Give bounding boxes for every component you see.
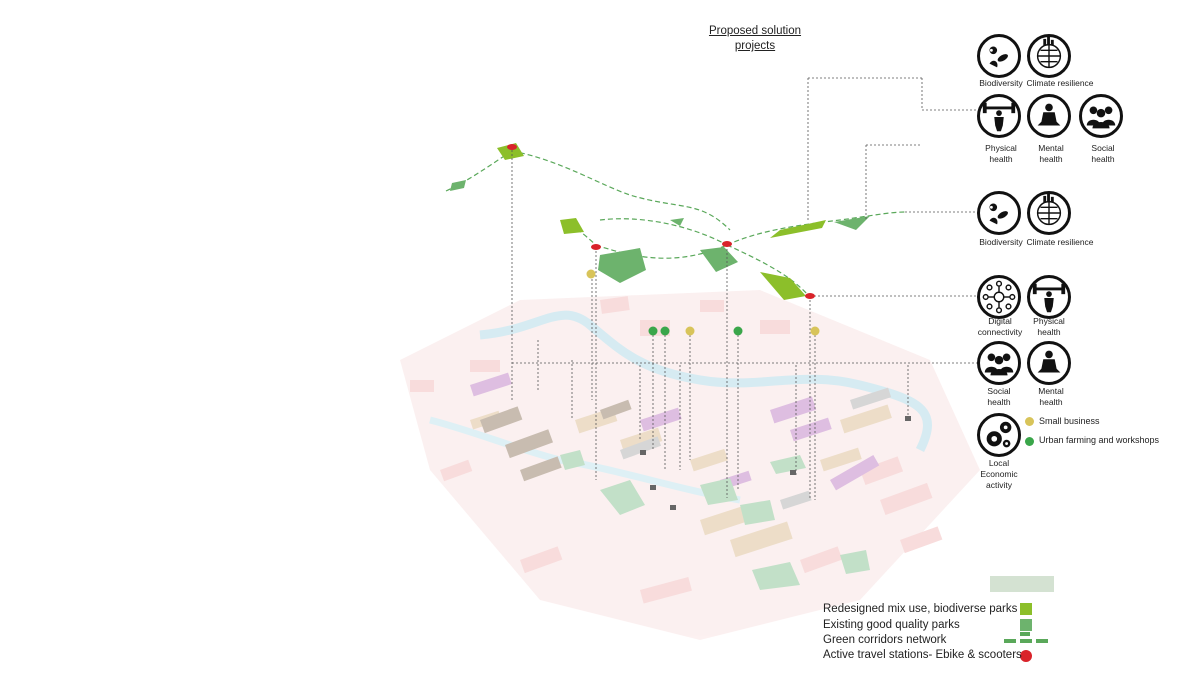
travel-station — [805, 293, 815, 299]
local-economic-activity-icon — [977, 413, 1021, 457]
legend-swatch-existing-parks — [1020, 619, 1032, 631]
small-business-legend-label: Small business — [1039, 416, 1100, 426]
legend-travel-stations: Active travel stations- Ebike & scooters — [823, 649, 1022, 661]
climate-resilience-label: Climate resilience — [1026, 78, 1094, 88]
biodiversity-icon — [977, 191, 1021, 235]
small-business-marker — [810, 326, 820, 336]
physical-health-icon — [977, 94, 1021, 138]
legend-header-swatch — [990, 576, 1054, 592]
leader-lines — [511, 77, 980, 500]
physical-health-label: Physical health — [985, 143, 1017, 164]
travel-station — [722, 241, 732, 247]
social-health-label: Social health — [987, 386, 1011, 407]
mental-health-label: Mental health — [1038, 143, 1064, 164]
legend-swatch-redesigned-parks — [1020, 603, 1032, 615]
social-health-icon — [1079, 94, 1123, 138]
travel-station — [507, 144, 517, 150]
small-business-marker — [685, 326, 695, 336]
social-health-icon — [977, 341, 1021, 385]
biodiversity-icon — [977, 34, 1021, 78]
climate-resilience-icon — [1027, 34, 1071, 78]
local-economic-activity-label: Local Economic activity — [980, 458, 1018, 490]
urban-farming-legend-dot — [1025, 437, 1034, 446]
digital-connectivity-label: Digital connectivity — [977, 316, 1023, 337]
mental-health-label: Mental health — [1038, 386, 1064, 407]
physical-health-icon — [1027, 275, 1071, 319]
social-health-label: Social health — [1091, 143, 1115, 164]
legend-swatches — [990, 576, 1054, 662]
small-business-legend-dot — [1025, 417, 1034, 426]
legend-green-corridors: Green corridors network — [823, 634, 947, 646]
urban-farming-marker — [648, 326, 658, 336]
project-markers — [586, 269, 820, 336]
climate-resilience-icon — [1027, 191, 1071, 235]
small-business-marker — [586, 269, 596, 279]
digital-connectivity-icon — [977, 275, 1021, 319]
base-map — [400, 290, 980, 640]
physical-health-label: Physical health — [1033, 316, 1065, 337]
mental-health-icon — [1027, 341, 1071, 385]
biodiversity-label: Biodiversity — [979, 237, 1023, 247]
urban-farming-legend-label: Urban farming and workshops — [1039, 435, 1160, 445]
legend-swatch-travel-stations — [1020, 650, 1032, 662]
travel-stations — [507, 144, 815, 299]
urban-farming-marker — [660, 326, 670, 336]
diagram-title: Proposed solution projects — [708, 25, 802, 52]
legend-existing-parks: Existing good quality parks — [823, 619, 960, 631]
proposed-parks-layer — [450, 143, 870, 300]
travel-station — [591, 244, 601, 250]
biodiversity-label: Biodiversity — [979, 78, 1023, 88]
mental-health-icon — [1027, 94, 1071, 138]
legend-swatch-corridors — [1004, 632, 1048, 643]
climate-resilience-label: Climate resilience — [1026, 237, 1094, 247]
urban-farming-marker — [733, 326, 743, 336]
site-markers — [640, 416, 911, 510]
legend-redesigned-parks: Redesigned mix use, biodiverse parks — [823, 603, 1018, 615]
